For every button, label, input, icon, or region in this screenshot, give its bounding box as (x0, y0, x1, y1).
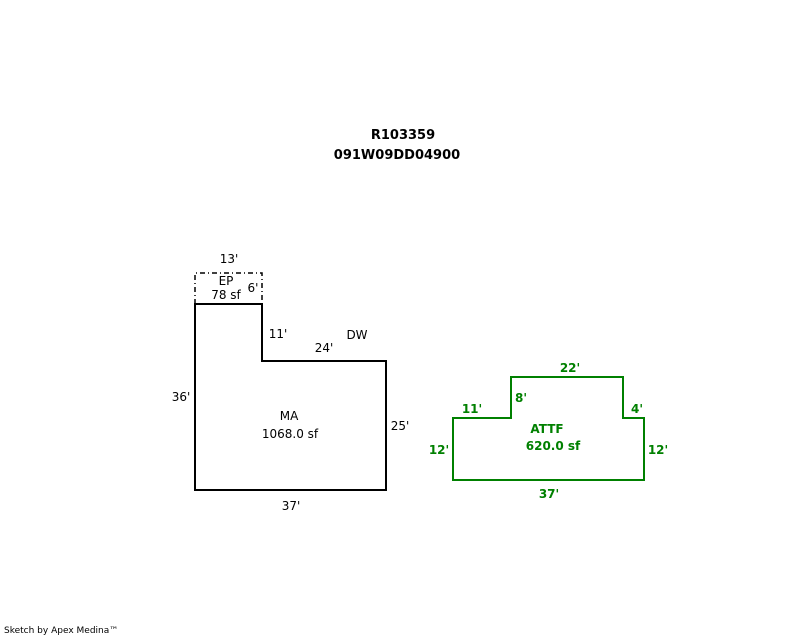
attf-left-dimension: 12' (429, 443, 449, 457)
ma-area-label: 1068.0 sf (262, 427, 319, 441)
attf-left-rise-dimension: 8' (515, 391, 527, 405)
attf-right-rise-dimension: 4' (631, 402, 643, 416)
ma-left-dimension: 36' (172, 390, 191, 404)
attf-left-step-dimension: 11' (462, 402, 482, 416)
attf-bottom-dimension: 37' (539, 487, 559, 501)
attf-top-dimension: 22' (560, 361, 580, 375)
ma-outline (194, 303, 387, 491)
ep-top-dimension: 13' (220, 252, 239, 266)
sketch-credit: Sketch by Apex Medina™ (4, 626, 119, 636)
ep-area-label: 78 sf (211, 288, 241, 302)
ma-bottom-dimension: 37' (282, 499, 301, 513)
ma-inner-horizontal-dimension: 24' (315, 341, 334, 355)
attf-area-label: 620.0 sf (526, 439, 581, 453)
ma-right-dimension: 25' (391, 419, 410, 433)
ep-code-label: EP (219, 274, 234, 288)
attf-code-label: ATTF (530, 422, 563, 436)
attf-outline (452, 376, 645, 481)
ep-outline (194, 272, 263, 305)
dw-code-label: DW (346, 328, 367, 342)
ma-code-label: MA (280, 409, 299, 423)
ma-inner-vertical-dimension: 11' (269, 327, 288, 341)
map-number-label: 091W09DD04900 (334, 148, 460, 163)
attf-right-dimension: 12' (648, 443, 668, 457)
parcel-id-label: R103359 (371, 128, 435, 143)
ep-right-dimension: 6' (248, 281, 259, 295)
